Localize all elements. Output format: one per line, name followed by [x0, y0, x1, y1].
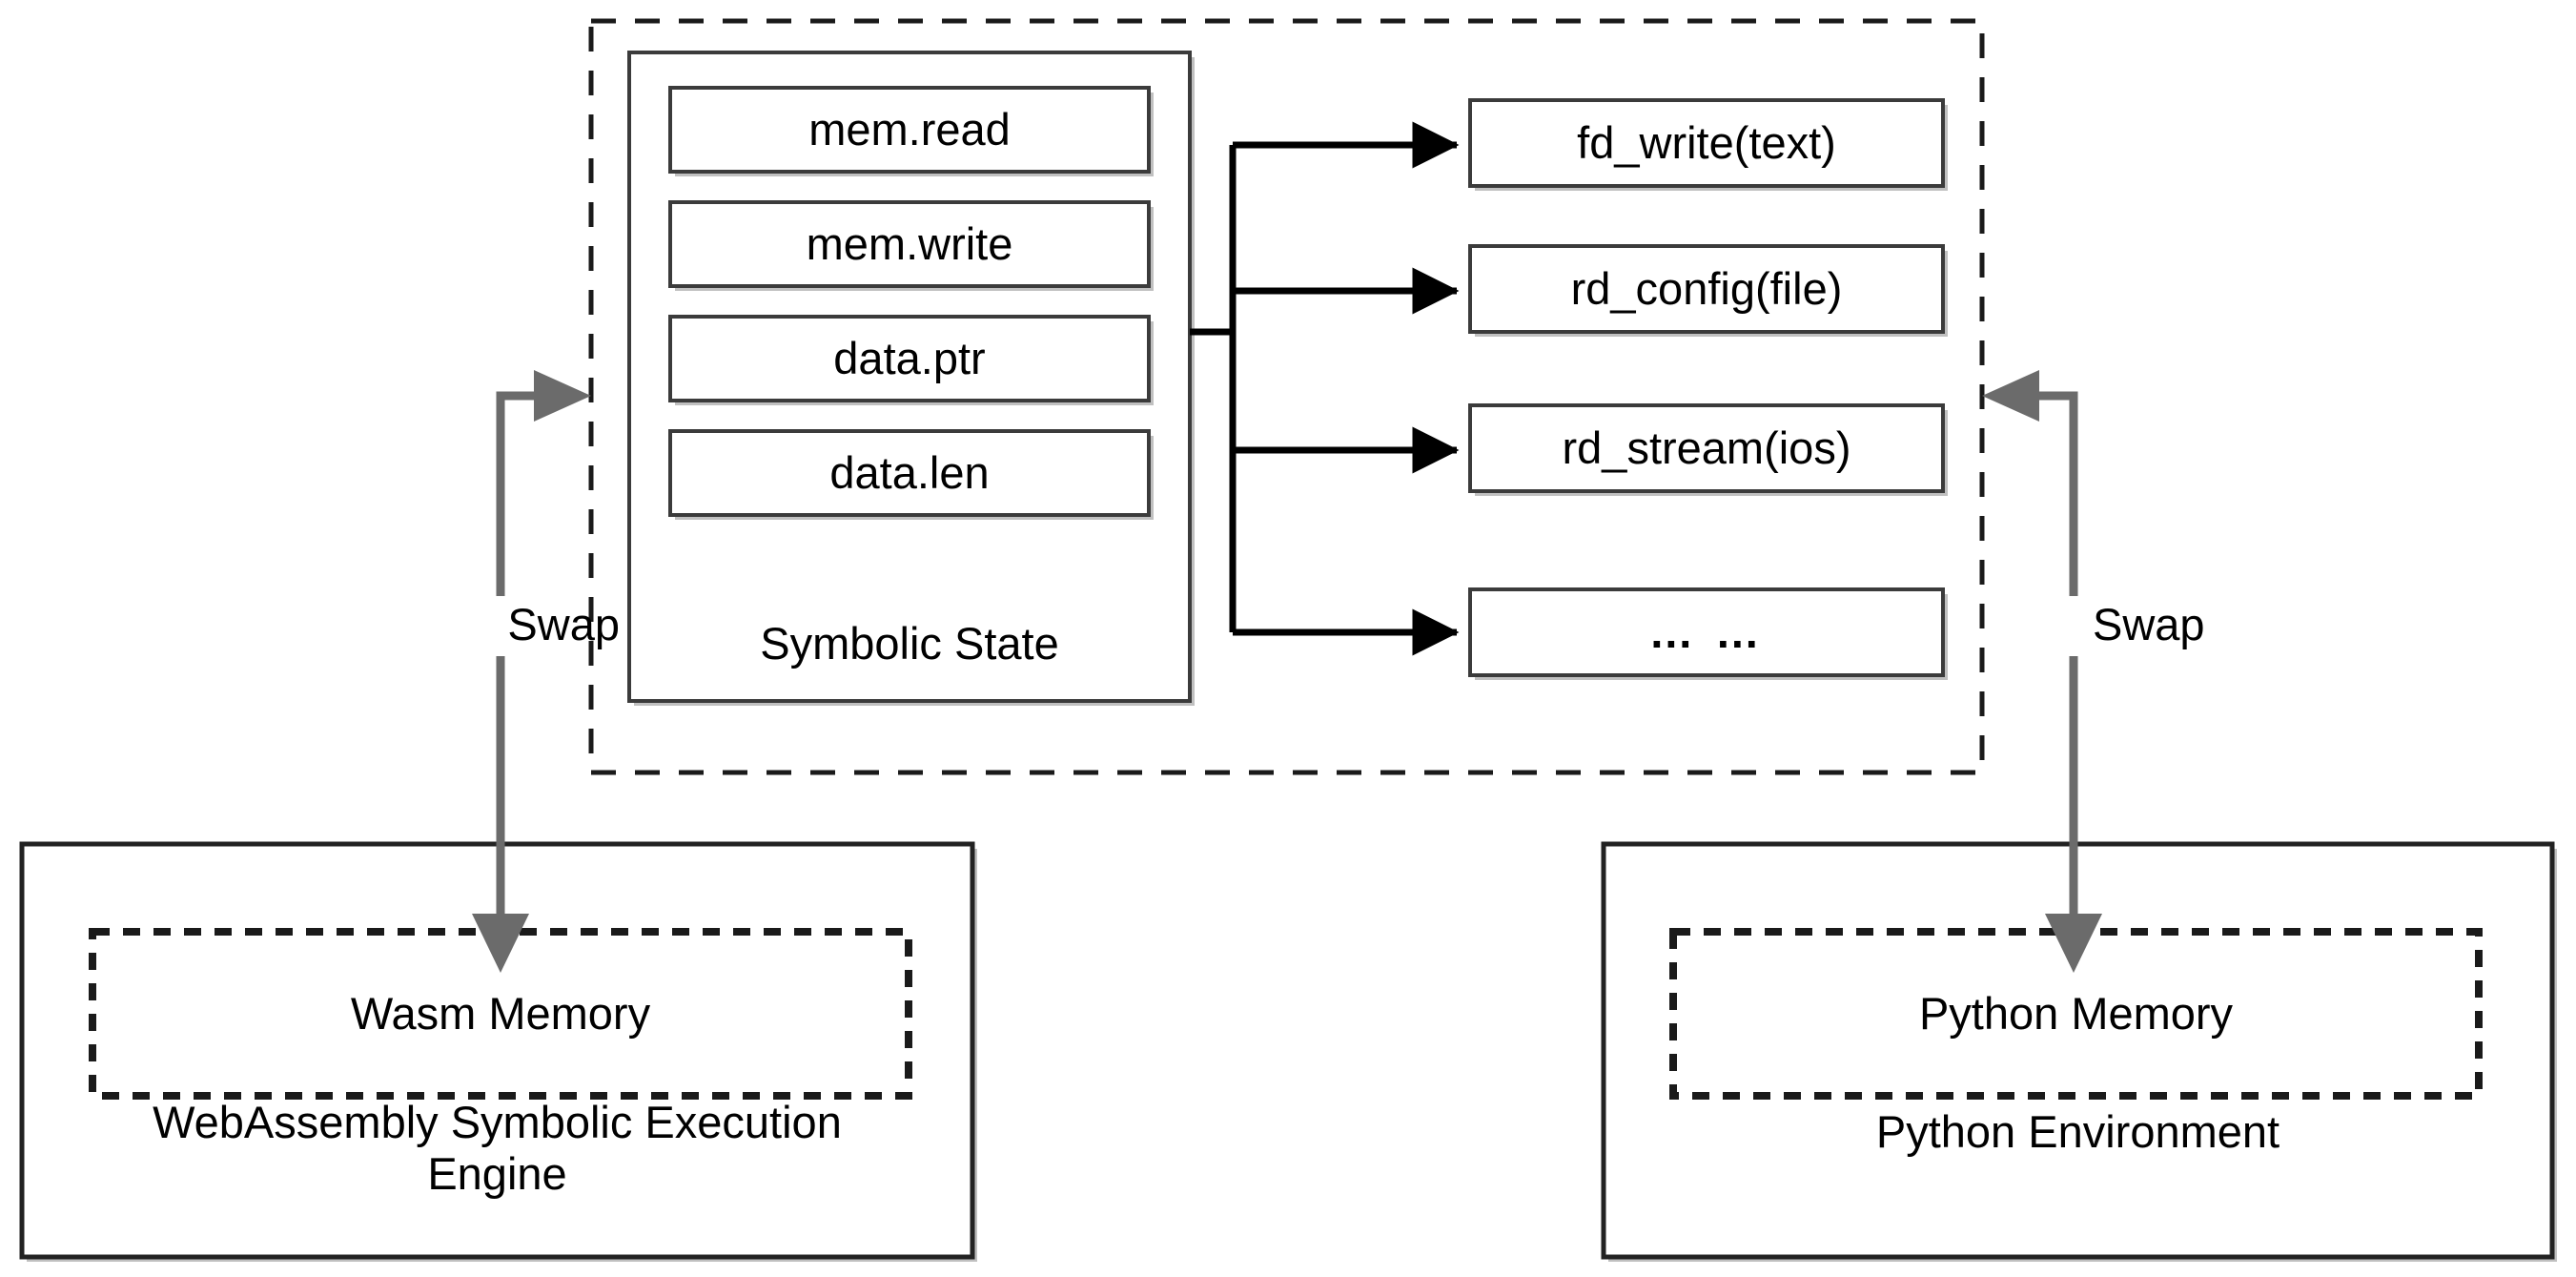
swap-arrowheads-left	[472, 370, 591, 973]
symbolic-execution-boundary	[588, 18, 1985, 775]
symbolic-state-field-boxes	[668, 86, 1154, 520]
host-function-box	[1468, 403, 1945, 493]
host-function-boxes	[1468, 98, 1948, 680]
host-function-box	[1468, 98, 1945, 188]
field-box	[668, 86, 1151, 174]
host-function-box	[1468, 587, 1945, 677]
host-function-box	[1468, 244, 1945, 334]
field-box	[668, 315, 1151, 402]
field-box	[668, 200, 1151, 288]
swap-arrowheads-right	[1982, 370, 2102, 973]
host-function-connector	[1190, 121, 1460, 656]
field-box	[668, 429, 1151, 517]
